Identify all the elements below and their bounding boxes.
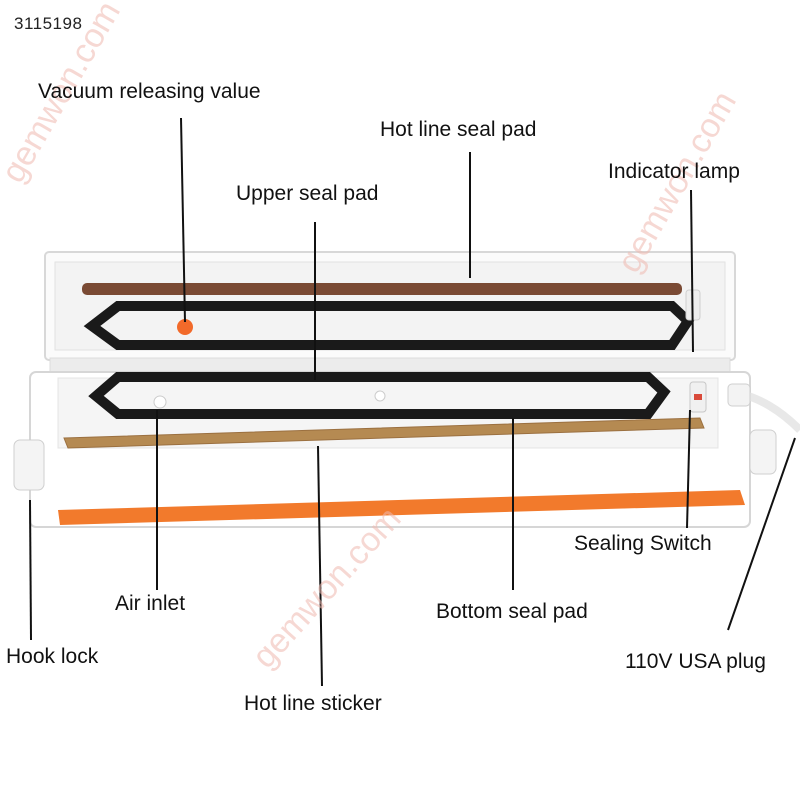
label-indicator-lamp: Indicator lamp (608, 160, 740, 183)
leader-hook-lock (29, 499, 32, 641)
sealing-switch-indicator (694, 394, 702, 400)
hot-line-sticker-strip (63, 417, 705, 449)
leader-sealing-switch (686, 409, 691, 529)
hook-lock-left (13, 439, 45, 491)
vacuum-releasing-valve (177, 319, 193, 335)
air-inlet-secondary (374, 390, 386, 402)
label-air-inlet: Air inlet (115, 592, 186, 615)
upper-seal-gasket (83, 301, 695, 350)
leader-hot-line-sticker (317, 445, 323, 687)
label-hot-line-sticker: Hot line sticker (244, 692, 382, 715)
label-bottom-seal-pad: Bottom seal pad (436, 600, 588, 623)
hot-line-seal-pad-bar (82, 283, 682, 295)
leader-usa-plug (727, 437, 796, 631)
lower-base (13, 371, 777, 528)
leader-vacuum-releasing (180, 117, 186, 323)
label-upper-seal-pad: Upper seal pad (236, 182, 379, 205)
orange-stripe (58, 490, 745, 525)
label-hook-lock: Hook lock (6, 645, 99, 668)
air-inlet (153, 395, 167, 409)
leader-lines (29, 117, 796, 687)
product-id: 3115198 (14, 14, 83, 33)
upper-lid (44, 251, 736, 361)
hook-lock-right (749, 429, 777, 475)
label-usa-plug: 110V USA plug (625, 650, 766, 673)
label-hot-line-seal-pad: Hot line seal pad (380, 118, 537, 141)
label-vacuum-releasing: Vacuum releasing value (38, 80, 261, 103)
leader-indicator-lamp (690, 189, 694, 353)
cord-strain-relief (727, 383, 751, 407)
bottom-seal-gasket (88, 372, 671, 419)
label-sealing-switch: Sealing Switch (574, 532, 712, 555)
